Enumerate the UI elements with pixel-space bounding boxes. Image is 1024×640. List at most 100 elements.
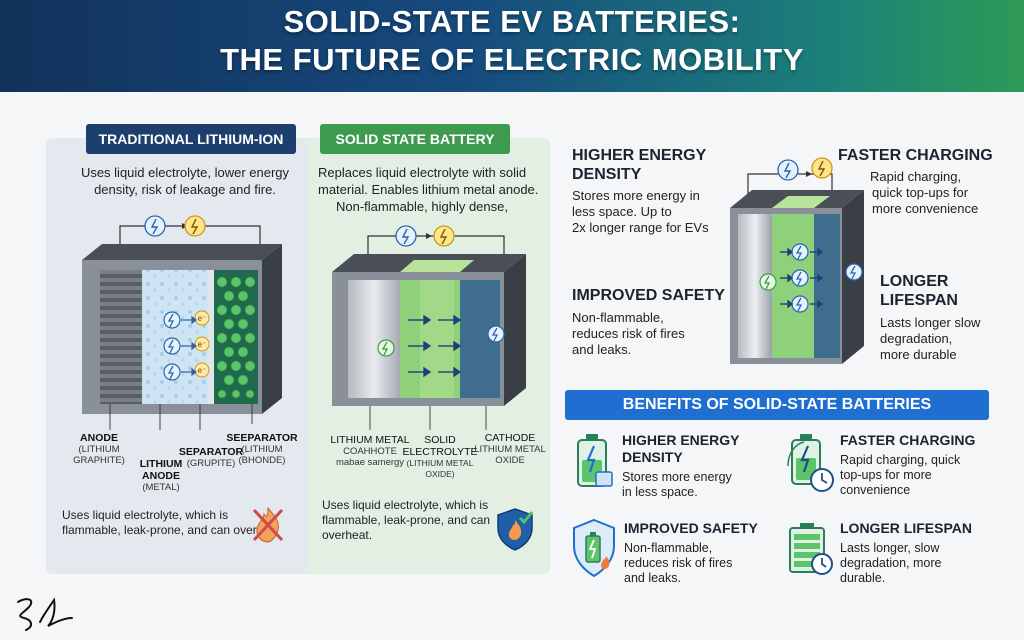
top-charging-heading: FASTER CHARGING [838,147,993,164]
anode-layer [100,270,142,404]
label-lithium-anode-title2: ANODE [142,470,180,482]
top-energy-heading2: DENSITY [572,166,642,183]
solid-footer: Uses liquid electrolyte, which is flamma… [322,498,502,543]
traditional-desc-line2: density, risk of leakage and fire. [94,182,276,197]
solid-state-heading: SOLID STATE BATTERY [320,124,510,154]
benefit-card-energy: HIGHER ENERGY DENSITY Stores more energy… [622,432,772,500]
benefit-lifespan-text3: durable. [840,571,886,585]
top-safety-text1: Non-flammable, [572,310,664,325]
battery-side-face [504,254,526,406]
benefit-energy-heading2: DENSITY [622,449,683,465]
solid-battery-illustration [332,225,526,430]
safety-shield-icon [497,508,534,551]
lithium-metal-layer [348,280,400,398]
label-cathode-title: CATHODE [484,432,536,444]
label-solid-electrolyte: SOLID ELECTROLYTE (LITHIUM METAL OXIDE) [392,434,488,480]
label-lithium-metal: LITHIUM METAL COAHHOTE mabae samergy [318,434,422,468]
top-benefit-lifespan: LONGER LIFESPAN Lasts longer slow degrad… [880,272,1010,363]
label-anode-sub1: (LITHIUM [78,444,120,455]
label-separator-title: SEPARATOR [178,446,244,458]
benefits-heading: BENEFITS OF SOLID-STATE BATTERIES [565,390,989,420]
label-lithium-anode-sub: (METAL) [142,482,180,493]
label-cathode-sub1: LITHIUM METAL [474,444,546,455]
leader-lines [369,406,487,430]
label-solid-sub: (LITHIUM METAL OXIDE) [406,458,474,479]
electrolyte-top [772,196,830,208]
fast-charging-icon [787,434,834,492]
top-safety-text3: and leaks. [572,342,632,357]
top-benefit-energy: HIGHER ENERGY DENSITY Stores more energy… [572,146,732,236]
signature-mark [17,597,73,631]
benefit-lifespan-text1: Lasts longer, slow [840,541,940,555]
benefit-charging-heading: FASTER CHARGING [840,432,976,448]
electron-label-1: e⁻ [198,314,207,323]
flow-arrows [780,247,824,309]
circuit-wire [119,215,261,244]
flow-arrows [181,315,197,377]
top-energy-text3: 2x longer range for EVs [572,220,709,235]
label-cathode-sub2: OXIDE [495,455,525,466]
benefit-charging-text2: top-ups for more [840,468,932,482]
ion-icons [377,325,505,357]
label-lithium-metal-sub1: COAHHOTE [343,446,397,457]
page-title-line2: THE FUTURE OF ELECTRIC MOBILITY [220,42,804,77]
top-charging-text1: Rapid charging, [870,169,962,184]
ion-icons [163,311,181,381]
top-charging-text2: quick top-ups for [872,185,969,200]
traditional-footer-line2: flammable, leak-prone, and can over [62,523,257,537]
circuit-wire [367,225,505,254]
label-lithium-metal-sub2: mabae samergy [335,457,405,468]
traditional-footer: Uses liquid electrolyte, which is flamma… [62,508,262,538]
page-title-line1: SOLID-STATE EV BATTERIES: [283,4,741,39]
benefit-energy-text1: Stores more energy [622,470,732,484]
benefit-safety-text3: and leaks. [624,571,681,585]
battery-side-face [262,244,282,414]
traditional-desc: Uses liquid electrolyte, lower energy de… [70,164,300,198]
solid-battery-3d-illustration [730,157,864,364]
label-anode-sub2: GRAPHITE) [73,455,125,466]
benefit-safety-heading: IMPROVED SAFETY [624,520,758,536]
label-anode: ANODE (LITHIUM GRAPHITE) [64,432,134,466]
solid-footer-line3: overheat. [322,528,373,542]
leader-lines [109,404,253,430]
electron-label-3: e⁻ [198,366,207,375]
solid-desc-line1: Replaces liquid electrolyte with solid [318,165,527,180]
top-benefit-charging: FASTER CHARGING Rapid charging, quick to… [838,146,1008,217]
benefit-card-lifespan: LONGER LIFESPAN Lasts longer, slow degra… [840,520,1010,586]
benefit-lifespan-text2: degradation, more [840,556,942,570]
traditional-heading: TRADITIONAL LITHIUM-ION [86,124,296,154]
shield-battery-icon [573,518,615,578]
top-lifespan-text2: degradation, [880,331,953,346]
cathode-layer [814,214,840,358]
top-lifespan-heading2: LIFESPAN [880,292,958,309]
traditional-footer-line1: Uses liquid electrolyte, which is [62,508,229,522]
benefit-safety-text1: Non-flammable, [624,541,713,555]
label-seeparator: SEEPARATOR (LITHIUM (BHONDE) [224,432,300,466]
benefit-energy-text2: in less space. [622,485,698,499]
top-lifespan-text3: more durable [880,347,957,362]
benefit-charging-text3: convenience [840,483,911,497]
solid-electrolyte-layer [772,214,814,358]
label-seeparator-sub1: (LITHIUM [241,444,283,455]
top-safety-heading: IMPROVED SAFETY [572,287,725,304]
solid-desc: Replaces liquid electrolyte with solid m… [318,164,546,215]
top-energy-heading1: HIGHER ENERGY [572,147,707,164]
label-anode-title: ANODE [80,432,118,444]
top-energy-text2: less space. Up to [572,204,672,219]
top-lifespan-heading1: LONGER [880,273,949,290]
cathode-particles [216,276,256,399]
top-safety-text2: reduces risk of fires [572,326,685,341]
separator-layer [208,270,214,404]
solid-footer-line2: flammable, leak-prone, and can [322,513,491,527]
label-solid-title2: ELECTROLYTE [402,446,478,458]
traditional-battery-illustration: e⁻ e⁻ e⁻ [82,215,282,430]
solid-desc-line2: material. Enables lithium metal anode. [318,182,539,197]
benefit-safety-text2: reduces risk of fires [624,556,733,570]
label-solid-title1: SOLID [424,434,456,446]
flow-arrows [408,314,462,378]
top-benefit-safety: IMPROVED SAFETY Non-flammable, reduces r… [572,286,742,358]
label-lithium-anode-title1: LITHIUM [139,458,183,470]
label-separator: SEPARATOR (GRUPITE) [176,446,246,469]
label-seeparator-sub2: (BHONDE) [238,455,286,466]
benefit-energy-heading1: HIGHER ENERGY [622,432,740,448]
